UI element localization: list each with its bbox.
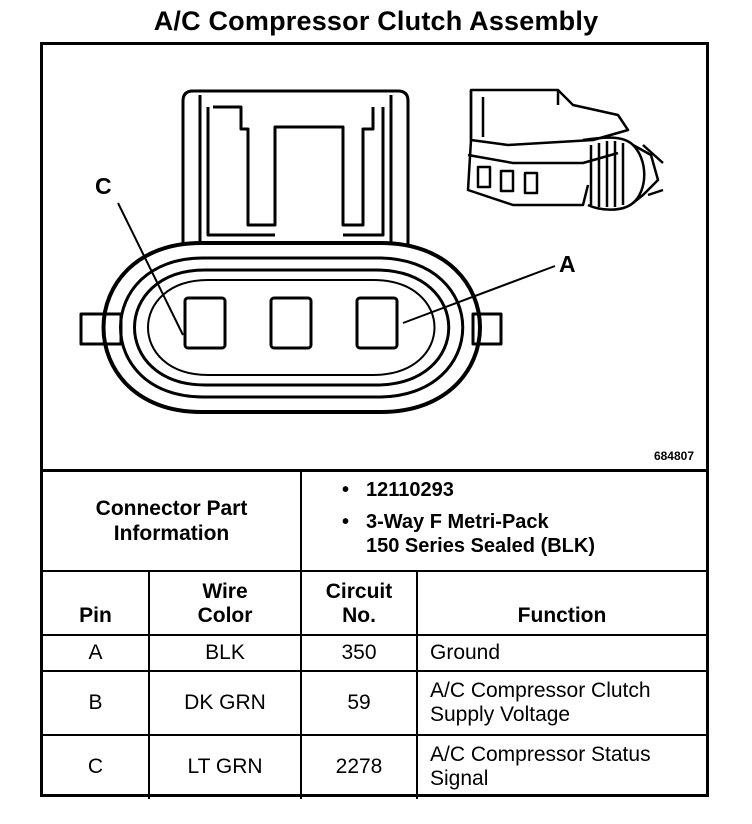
leader-line-a xyxy=(402,265,556,324)
connector-face-drawing xyxy=(79,88,664,414)
pin-cavity-a xyxy=(355,296,399,350)
pin-label-a: A xyxy=(559,251,576,277)
function-cell: A/C Compressor Clutch Supply Voltage xyxy=(416,669,706,736)
wire-color-cell: DK GRN xyxy=(148,669,302,736)
leader-line-c xyxy=(117,202,184,336)
circuit-cell: 2278 xyxy=(300,733,418,799)
page-title: A/C Compressor Clutch Assembly xyxy=(153,6,599,36)
connector-info-row: Connector Part Information 12110293 3-Wa… xyxy=(43,469,706,572)
header-row: Pin Wire Color Circuit No. Function xyxy=(43,569,706,636)
connector-perspective-sketch xyxy=(466,88,664,211)
circuit-cell: 59 xyxy=(300,669,418,736)
connector-part-number: 12110293 xyxy=(342,478,706,502)
header-circuit-no: Circuit No. xyxy=(300,569,418,636)
table-row: B DK GRN 59 A/C Compressor Clutch Supply… xyxy=(43,669,706,736)
circuit-cell: 350 xyxy=(300,633,418,672)
connector-card: C A 684807 Connector Part Information 12… xyxy=(40,42,709,799)
header-pin: Pin xyxy=(43,569,150,636)
figure-id: 684807 xyxy=(653,449,694,463)
header-function: Function xyxy=(416,569,706,636)
pinout-table: Connector Part Information 12110293 3-Wa… xyxy=(43,469,706,799)
function-cell: A/C Compressor Status Signal xyxy=(416,733,706,799)
table-row: A BLK 350 Ground xyxy=(43,633,706,672)
pin-label-c: C xyxy=(95,173,112,199)
latch-housing xyxy=(181,89,410,245)
connector-outer-shell xyxy=(101,241,482,414)
pin-cavity-b xyxy=(269,296,313,350)
pin-cavity-c xyxy=(183,296,227,350)
connector-info-label: Connector Part Information xyxy=(43,469,302,572)
header-wire-color: Wire Color xyxy=(148,569,302,636)
wire-color-cell: BLK xyxy=(148,633,302,672)
pin-cell: A xyxy=(43,633,150,672)
table-row: C LT GRN 2278 A/C Compressor Status Sign… xyxy=(43,733,706,799)
pin-cell: C xyxy=(43,733,150,799)
connector-diagram: C A 684807 xyxy=(43,45,706,469)
function-cell: Ground xyxy=(416,633,706,672)
pin-cell: B xyxy=(43,669,150,736)
connector-type: 3-Way F Metri-Pack 150 Series Sealed (BL… xyxy=(342,510,706,558)
connector-info-details: 12110293 3-Way F Metri-Pack 150 Series S… xyxy=(300,469,706,572)
wire-color-cell: LT GRN xyxy=(148,733,302,799)
